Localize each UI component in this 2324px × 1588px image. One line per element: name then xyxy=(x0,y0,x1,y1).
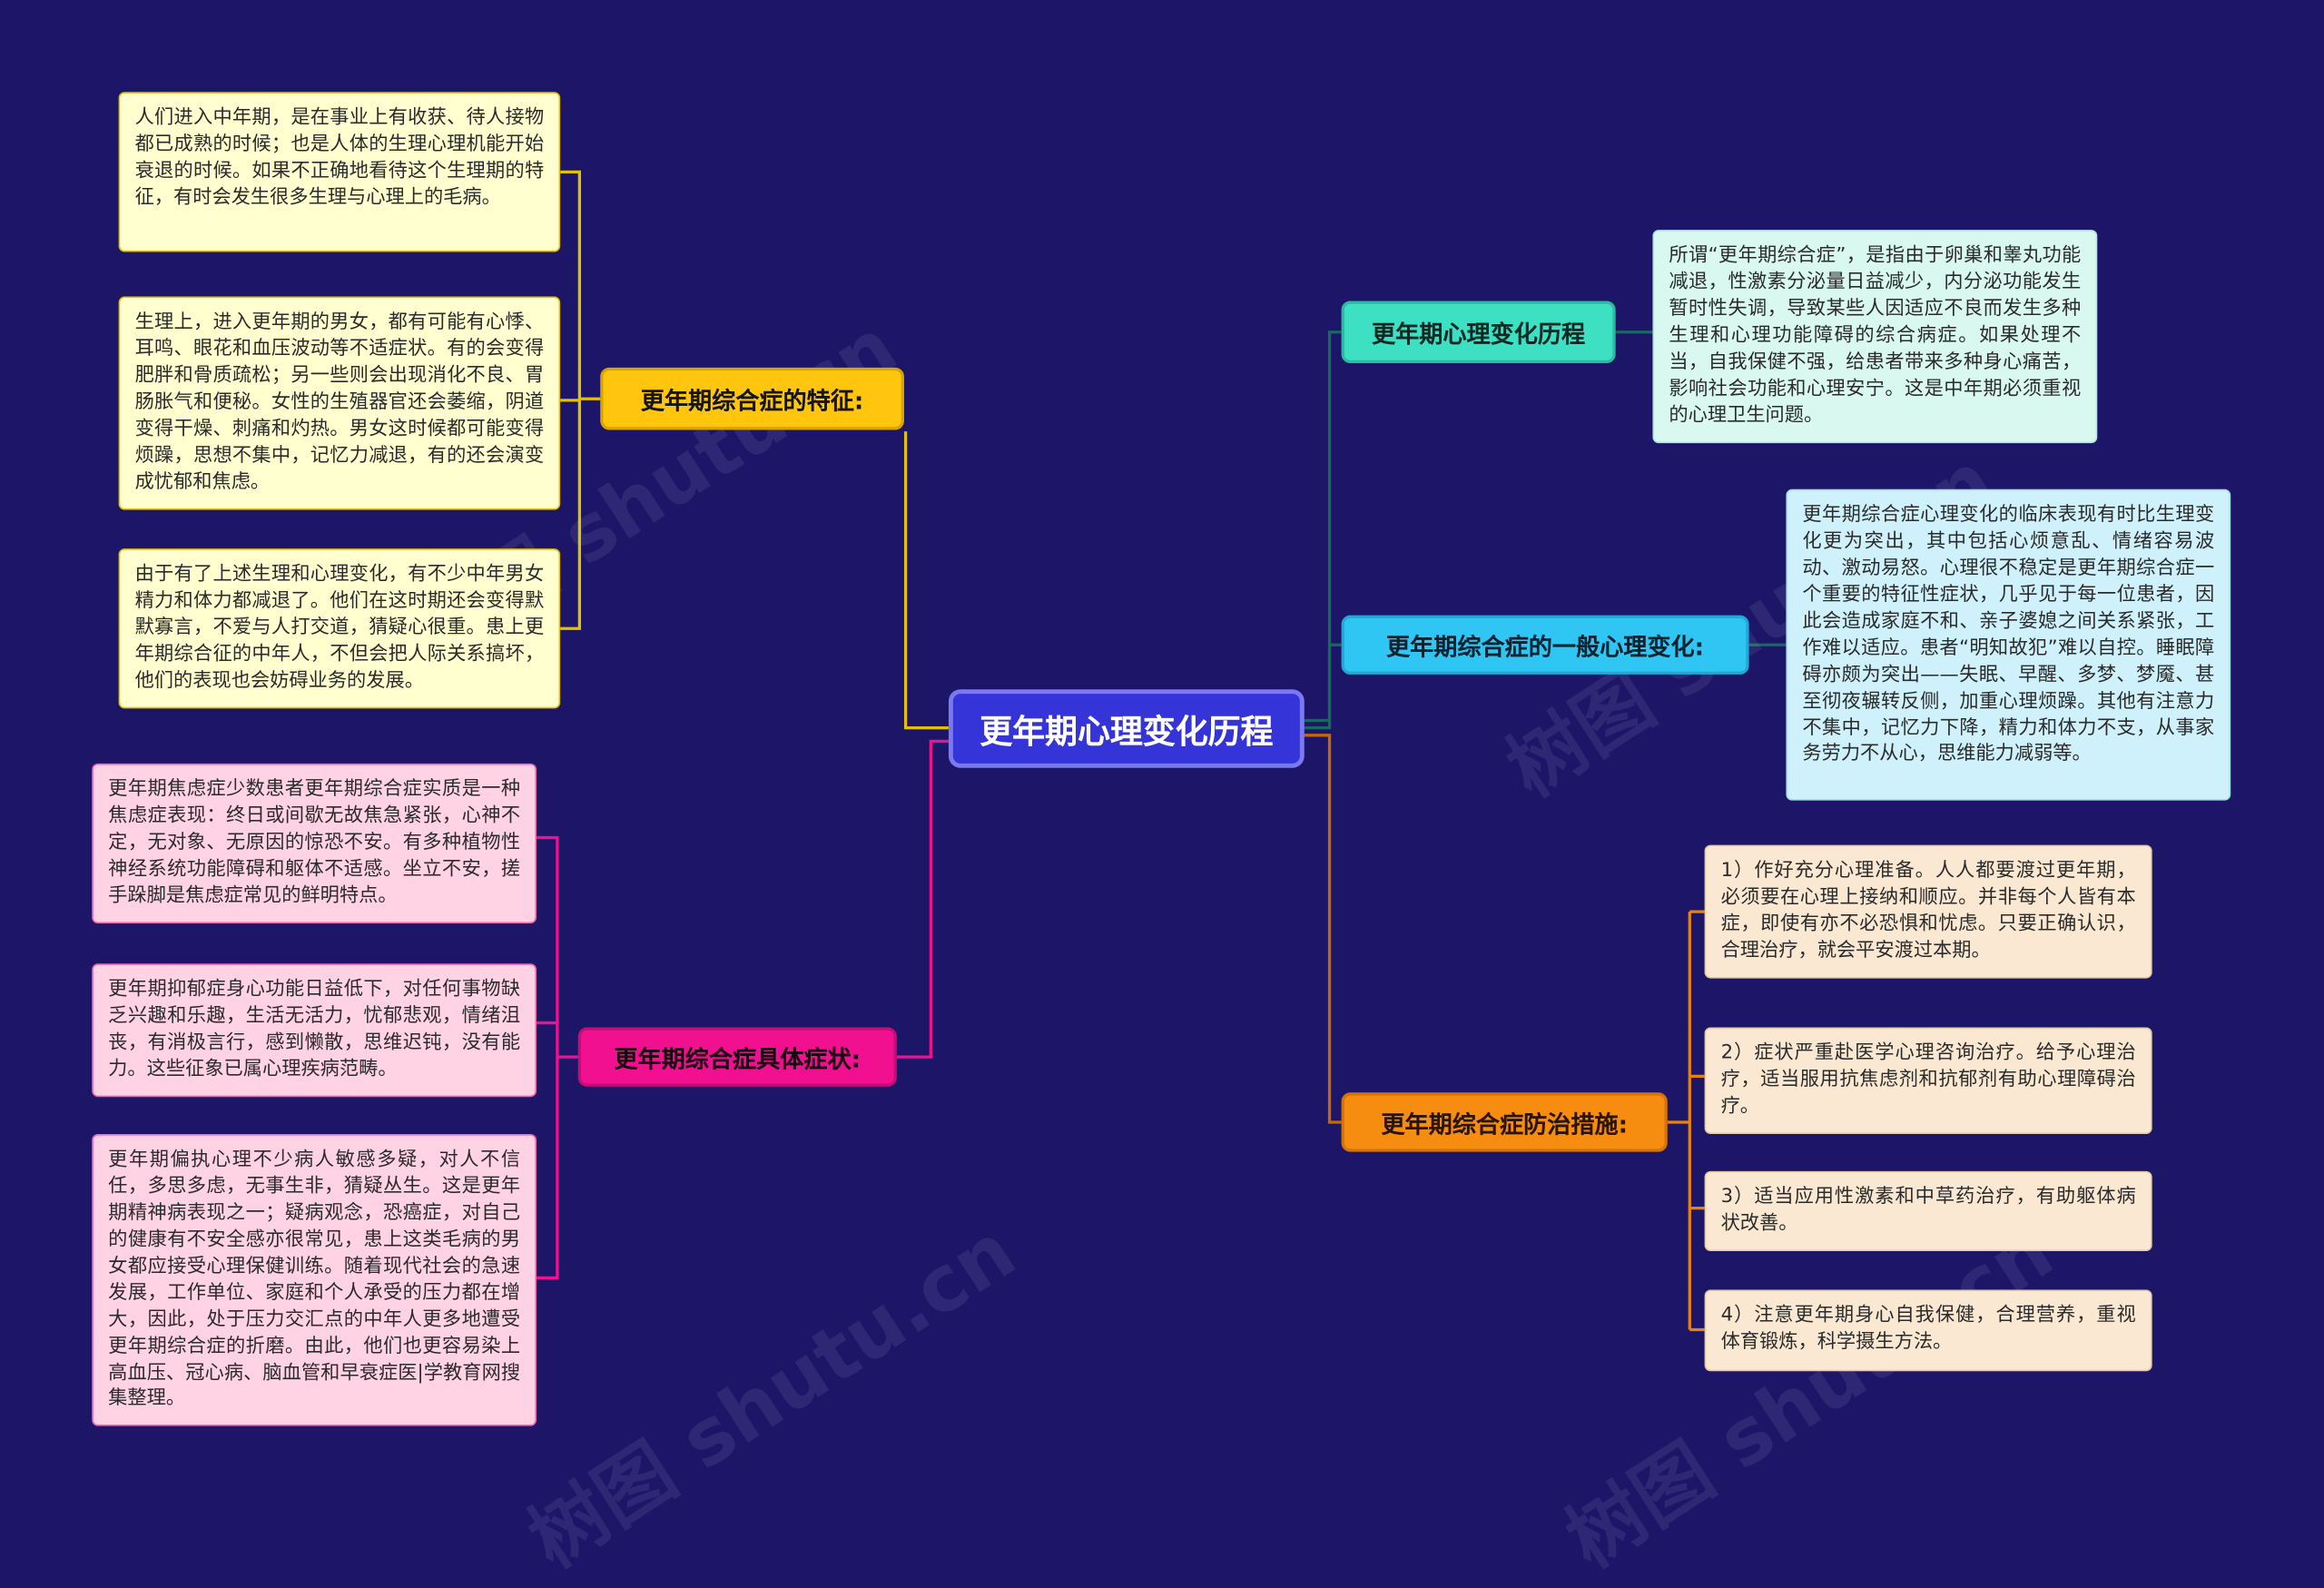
connector-features-notes xyxy=(560,170,601,630)
mindmap-canvas: 树图 shutu.cn 树图 shutu.cn 树图 shutu.cn 树图 s… xyxy=(92,92,2231,1586)
topic-features[interactable]: 更年期综合症的特征: xyxy=(600,367,904,430)
note-prevention-4[interactable]: 4）注意更年期身心自我保健，合理营养，重视体育锻炼，科学摄生方法。 xyxy=(1704,1289,2152,1372)
connector-symptoms-root xyxy=(896,739,949,1059)
connector-prevention-root xyxy=(1304,734,1342,1124)
connector-prevention-notes xyxy=(1667,910,1705,1332)
connector-features-root xyxy=(903,431,949,730)
connector-lines xyxy=(537,170,1787,1332)
topic-symptoms[interactable]: 更年期综合症具体症状: xyxy=(577,1027,897,1087)
topic-prevention[interactable]: 更年期综合症防治措施: xyxy=(1341,1092,1668,1152)
note-features-2[interactable]: 生理上，进入更年期的男女，都有可能有心悸、耳鸣、眼花和血压波动等不适症状。有的会… xyxy=(118,296,561,509)
note-prevention-2[interactable]: 2）症状严重赴医学心理咨询治疗。给予心理治疗，适当服用抗焦虑剂和抗郁剂有助心理障… xyxy=(1704,1027,2152,1134)
note-symptoms-1[interactable]: 更年期焦虑症少数患者更年期综合症实质是一种焦虑症表现：终日或间歇无故焦急紧张，心… xyxy=(92,763,537,923)
topic-process[interactable]: 更年期心理变化历程 xyxy=(1341,301,1616,364)
note-general-1[interactable]: 更年期综合症心理变化的临床表现有时比生理变化更为突出，其中包括心烦意乱、情绪容易… xyxy=(1786,488,2231,801)
note-prevention-3[interactable]: 3）适当应用性激素和中草药治疗，有助躯体病状改善。 xyxy=(1704,1170,2152,1251)
note-symptoms-3[interactable]: 更年期偏执心理不少病人敏感多疑，对人不信任，多思多虑，无事生非，猜疑丛生。这是更… xyxy=(92,1134,537,1427)
root-node[interactable]: 更年期心理变化历程 xyxy=(948,689,1305,768)
note-features-1[interactable]: 人们进入中年期，是在事业上有收获、待人接物都已成熟的时候；也是人体的生理心理机能… xyxy=(118,92,561,252)
note-features-3[interactable]: 由于有了上述生理和心理变化，有不少中年男女精力和体力都减退了。他们在这时期还会变… xyxy=(118,548,561,709)
note-symptoms-2[interactable]: 更年期抑郁症身心功能日益低下，对任何事物缺乏兴趣和乐趣，生活无活力，忧郁悲观，情… xyxy=(92,963,537,1097)
connector-general xyxy=(1304,643,1787,730)
note-process-1[interactable]: 所谓“更年期综合症”，是指由于卵巢和睾丸功能减退，性激素分泌量日益减少，内分泌功… xyxy=(1652,230,2098,443)
connector-process xyxy=(1304,330,1653,723)
note-prevention-1[interactable]: 1）作好充分心理准备。人人都要渡过更年期，必须要在心理上接纳和顺应。并非每个人皆… xyxy=(1704,844,2152,979)
topic-general[interactable]: 更年期综合症的一般心理变化: xyxy=(1341,615,1749,675)
connector-symptoms-notes xyxy=(537,835,578,1280)
